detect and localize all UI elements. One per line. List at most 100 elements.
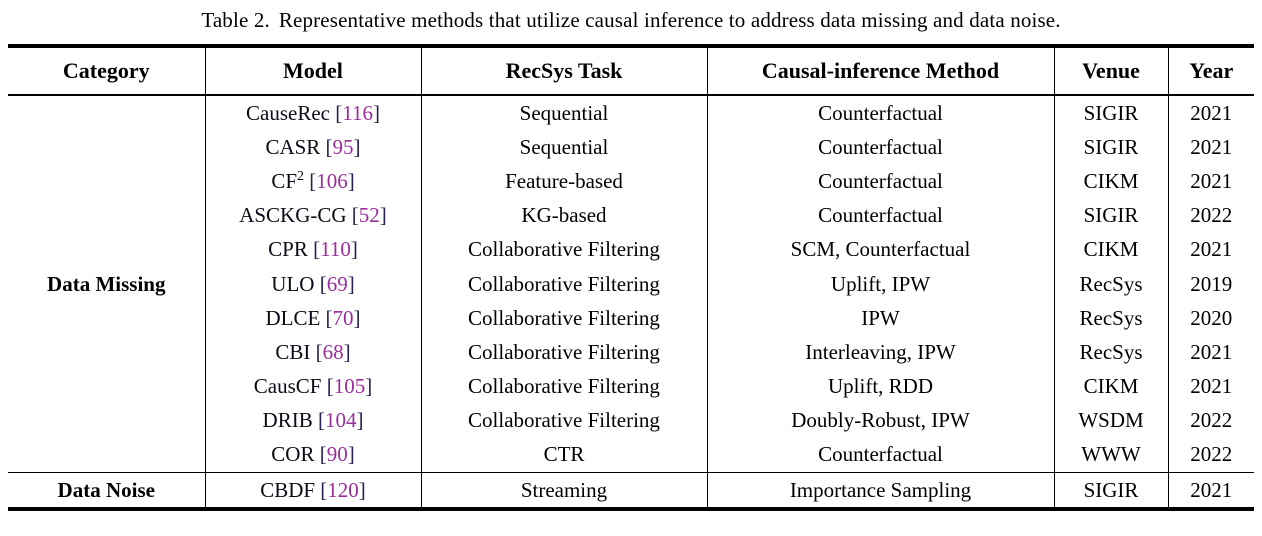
category-label: Data Noise xyxy=(57,477,155,502)
causal-method-cell: Counterfactual xyxy=(706,198,1054,233)
citation-number[interactable]: 52 xyxy=(358,203,380,228)
year-cell: 2022 xyxy=(1167,198,1254,233)
citation-number[interactable]: 90 xyxy=(326,442,348,467)
citation-number[interactable]: 120 xyxy=(327,477,359,502)
venue-cell: CIKM xyxy=(1053,232,1168,267)
citation-number[interactable]: 70 xyxy=(332,305,354,330)
year-cell: 2022 xyxy=(1167,437,1254,473)
citation-number[interactable]: 116 xyxy=(342,100,373,125)
citation-bracket-close: ] xyxy=(353,134,361,159)
model-cell: COR [90] xyxy=(204,437,421,473)
citation-link[interactable]: [70] xyxy=(320,305,361,330)
year-cell: 2019 xyxy=(1167,266,1254,302)
citation-number[interactable]: 69 xyxy=(326,271,348,296)
model-name: CBI xyxy=(275,339,311,364)
citation-bracket-open: [ xyxy=(320,134,333,159)
caption-text: Representative methods that utilize caus… xyxy=(278,7,1061,32)
model-name: CF xyxy=(271,168,297,193)
causal-method-cell: Uplift, RDD xyxy=(706,369,1054,404)
causal-inference-table: Category Model RecSys Task Causal-infere… xyxy=(8,44,1254,511)
citation-number[interactable]: 106 xyxy=(316,168,348,193)
column-header-causal-inference-method: Causal-inference Method xyxy=(706,46,1054,95)
citation-link[interactable]: [68] xyxy=(310,339,351,364)
venue-cell: CIKM xyxy=(1053,164,1168,199)
citation-bracket-close: ] xyxy=(356,408,364,433)
model-cell: CBDF [120] xyxy=(204,472,421,510)
causal-method-cell: Counterfactual xyxy=(706,164,1054,199)
recsys-task-cell: Streaming xyxy=(420,472,707,510)
venue-cell: SIGIR xyxy=(1053,472,1168,510)
year-cell: 2021 xyxy=(1167,232,1254,267)
causal-method-cell: Counterfactual xyxy=(706,437,1054,473)
venue-cell: RecSys xyxy=(1053,266,1168,302)
citation-link[interactable]: [110] xyxy=(308,237,358,261)
citation-link[interactable]: [120] xyxy=(315,478,366,502)
caption-label: Table 2. xyxy=(201,7,270,32)
recsys-task-cell: Sequential xyxy=(420,130,707,165)
year-cell: 2020 xyxy=(1167,301,1254,336)
model-cell: CF2 [106] xyxy=(204,164,421,199)
citation-bracket-open: [ xyxy=(314,271,327,296)
causal-method-cell: Uplift, IPW xyxy=(706,266,1054,302)
citation-bracket-open: [ xyxy=(330,100,343,125)
citation-link[interactable]: [104] xyxy=(313,408,364,432)
model-cell: ASCKG-CG [52] xyxy=(204,198,421,233)
citation-link[interactable]: [106] xyxy=(304,169,355,193)
citation-number[interactable]: 110 xyxy=(320,237,351,262)
column-header-year: Year xyxy=(1167,46,1254,95)
recsys-task-cell: CTR xyxy=(420,437,707,473)
column-header-venue: Venue xyxy=(1053,46,1168,95)
venue-cell: WSDM xyxy=(1053,403,1168,438)
recsys-task-cell: Collaborative Filtering xyxy=(420,301,707,336)
year-cell: 2021 xyxy=(1167,164,1254,199)
column-header-category: Category xyxy=(62,58,150,83)
citation-link[interactable]: [105] xyxy=(321,374,373,399)
citation-bracket-close: ] xyxy=(365,374,373,399)
model-cell: CPR [110] xyxy=(204,232,421,267)
causal-method-cell: Doubly-Robust, IPW xyxy=(706,403,1054,438)
citation-number[interactable]: 104 xyxy=(324,408,357,433)
year-cell: 2021 xyxy=(1167,335,1254,370)
recsys-task-cell: Collaborative Filtering xyxy=(420,403,707,438)
model-cell: CBI [68] xyxy=(204,335,421,370)
citation-bracket-close: ] xyxy=(343,339,351,364)
category-cell: Data Noise xyxy=(8,473,205,510)
model-name: CauseRec xyxy=(246,100,330,125)
citation-number[interactable]: 105 xyxy=(333,374,366,399)
citation-bracket-close: ] xyxy=(379,203,387,228)
citation-bracket-close: ] xyxy=(350,237,358,262)
citation-number[interactable]: 95 xyxy=(332,134,354,159)
recsys-task-cell: Collaborative Filtering xyxy=(420,369,707,404)
year-cell: 2021 xyxy=(1167,472,1254,510)
citation-bracket-open: [ xyxy=(312,408,325,433)
causal-method-cell: Interleaving, IPW xyxy=(706,335,1054,370)
citation-bracket-open: [ xyxy=(320,305,333,330)
citation-number[interactable]: 68 xyxy=(322,339,344,364)
year-cell: 2021 xyxy=(1167,130,1254,165)
citation-link[interactable]: [116] xyxy=(330,101,380,125)
citation-link[interactable]: [69] xyxy=(314,271,355,296)
model-name: DRIB xyxy=(262,408,313,433)
model-cell: CASR [95] xyxy=(204,130,421,165)
citation-bracket-close: ] xyxy=(358,477,366,502)
citation-link[interactable]: [95] xyxy=(320,134,361,159)
venue-cell: CIKM xyxy=(1053,369,1168,404)
model-name: CASR xyxy=(265,134,321,159)
recsys-task-cell: Collaborative Filtering xyxy=(420,232,707,267)
recsys-task-cell: Collaborative Filtering xyxy=(420,335,707,370)
citation-link[interactable]: [90] xyxy=(314,442,355,467)
recsys-task-cell: Collaborative Filtering xyxy=(420,266,707,302)
citation-bracket-open: [ xyxy=(314,442,327,467)
citation-bracket-close: ] xyxy=(347,442,355,467)
venue-cell: WWW xyxy=(1053,437,1168,473)
citation-bracket-open: [ xyxy=(321,374,334,399)
citation-link[interactable]: [52] xyxy=(347,203,387,227)
model-superscript: 2 xyxy=(297,167,304,183)
